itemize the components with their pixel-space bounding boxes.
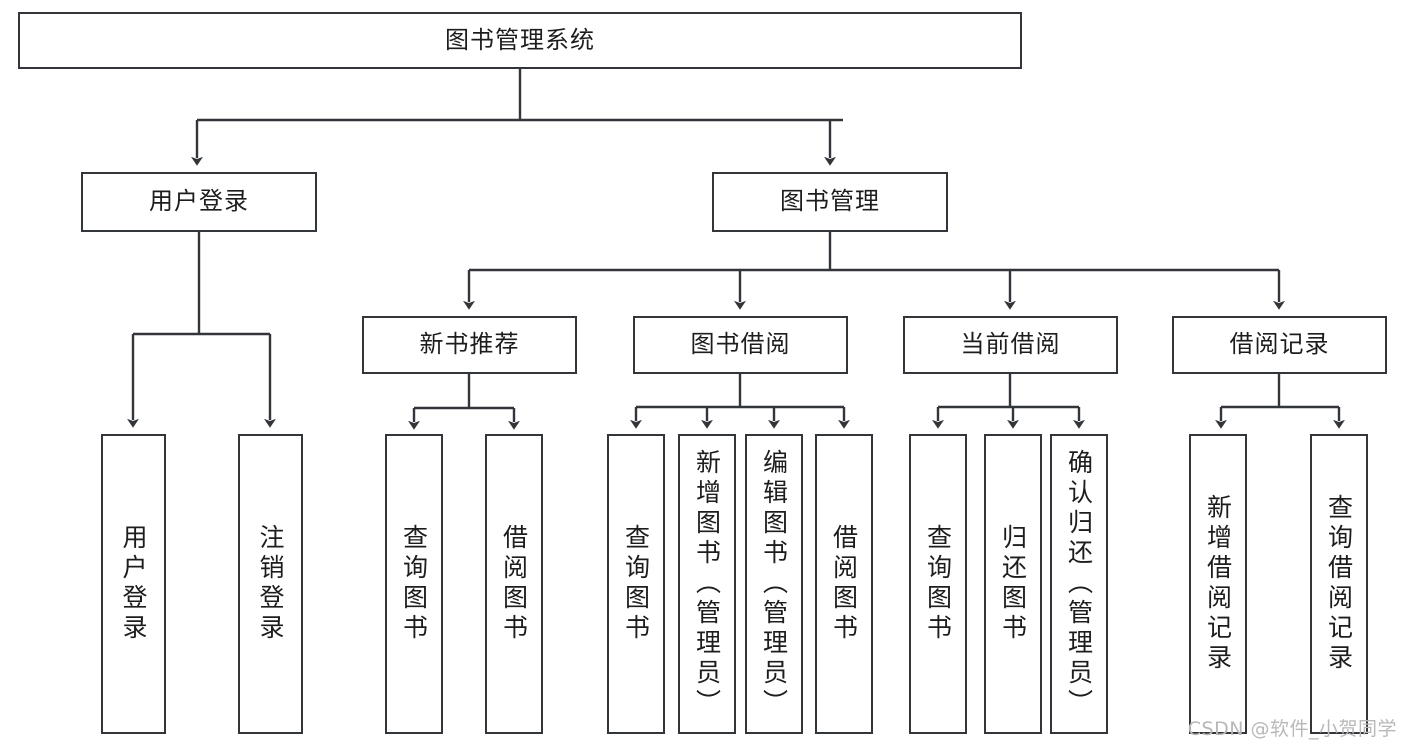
node-new-book-rec[interactable]: 新书推荐 [362, 316, 577, 374]
node-leaf-return-book-label: 归还图书 [998, 524, 1028, 644]
node-leaf-confirm-return[interactable]: 确认归还（管理员） [1050, 434, 1108, 734]
node-leaf-edit-book[interactable]: 编辑图书（管理员） [745, 434, 803, 734]
node-user-login-label: 用户登录 [149, 187, 249, 216]
node-leaf-logout[interactable]: 注销登录 [238, 434, 303, 734]
node-leaf-add-book-label: 新增图书（管理员） [692, 449, 722, 719]
csdn-watermark: CSDN @软件_小贺同学 [1187, 718, 1397, 740]
node-borrow-record-label: 借阅记录 [1229, 330, 1330, 359]
node-leaf-user-login[interactable]: 用户登录 [101, 434, 166, 734]
node-leaf-query-book-3-label: 查询图书 [923, 524, 953, 644]
node-leaf-add-record-label: 新增借阅记录 [1203, 494, 1233, 674]
node-leaf-borrow-book-1-label: 借阅图书 [499, 524, 529, 644]
node-leaf-add-book[interactable]: 新增图书（管理员） [678, 434, 736, 734]
node-root[interactable]: 图书管理系统 [18, 12, 1022, 69]
node-current-borrow-label: 当前借阅 [960, 330, 1061, 359]
node-root-label: 图书管理系统 [445, 25, 595, 54]
node-leaf-query-record[interactable]: 查询借阅记录 [1310, 434, 1368, 734]
node-leaf-query-book-3[interactable]: 查询图书 [909, 434, 967, 734]
node-leaf-query-book-2-label: 查询图书 [621, 524, 651, 644]
node-leaf-logout-label: 注销登录 [256, 524, 285, 644]
node-user-login[interactable]: 用户登录 [81, 172, 317, 232]
node-leaf-query-record-label: 查询借阅记录 [1324, 494, 1354, 674]
node-leaf-borrow-book-2-label: 借阅图书 [829, 524, 859, 644]
node-book-borrow[interactable]: 图书借阅 [633, 316, 848, 374]
node-borrow-record[interactable]: 借阅记录 [1172, 316, 1387, 374]
node-leaf-borrow-book-1[interactable]: 借阅图书 [485, 434, 543, 734]
node-leaf-edit-book-label: 编辑图书（管理员） [759, 449, 789, 719]
node-leaf-query-book-1[interactable]: 查询图书 [385, 434, 443, 734]
node-current-borrow[interactable]: 当前借阅 [903, 316, 1118, 374]
node-book-manage[interactable]: 图书管理 [712, 172, 948, 232]
node-book-manage-label: 图书管理 [780, 187, 880, 216]
node-leaf-query-book-2[interactable]: 查询图书 [607, 434, 665, 734]
node-leaf-confirm-return-label: 确认归还（管理员） [1064, 449, 1094, 719]
node-book-borrow-label: 图书借阅 [690, 330, 791, 359]
node-leaf-query-book-1-label: 查询图书 [399, 524, 429, 644]
node-new-book-rec-label: 新书推荐 [419, 330, 520, 359]
node-leaf-add-record[interactable]: 新增借阅记录 [1189, 434, 1247, 734]
node-leaf-user-login-label: 用户登录 [119, 524, 148, 644]
node-leaf-return-book[interactable]: 归还图书 [984, 434, 1042, 734]
node-leaf-borrow-book-2[interactable]: 借阅图书 [815, 434, 873, 734]
